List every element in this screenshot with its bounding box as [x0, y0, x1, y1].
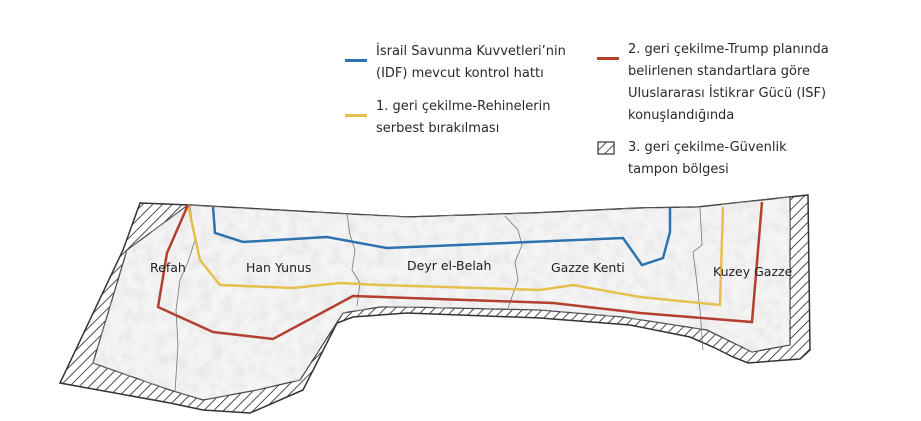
- region-label-refah: Refah: [150, 260, 186, 275]
- legend-text: serbest bırakılması: [376, 121, 500, 136]
- legend-text: 2. geri çekilme-Trump planında: [628, 42, 829, 57]
- legend-text: 3. geri çekilme-Güvenlik: [628, 140, 787, 155]
- legend-text: (IDF) mevcut kontrol hattı: [376, 66, 544, 81]
- blue-line-icon: [345, 59, 367, 62]
- legend-text: 1. geri çekilme-Rehinelerin: [376, 99, 551, 114]
- region-label-kuzey-gazze: Kuzey Gazze: [713, 264, 793, 279]
- region-label-han-yunus: Han Yunus: [246, 260, 311, 275]
- legend-first: 1. geri çekilme-Rehinelerin serbest bıra…: [376, 96, 550, 140]
- legend-text: İsrail Savunma Kuvvetleri’nin: [376, 44, 566, 59]
- legend-third: 3. geri çekilme-Güvenlik tampon bölgesi: [628, 137, 787, 181]
- region-label-deyr-el-belah: Deyr el-Belah: [407, 258, 491, 273]
- first-withdrawal-line: [186, 204, 725, 307]
- legend-text: tampon bölgesi: [628, 162, 729, 177]
- idf-control-line: [211, 206, 672, 267]
- legend-text: Uluslararası İstikrar Gücü (ISF): [628, 86, 827, 101]
- legend-text: belirlenen standartlara göre: [628, 64, 811, 79]
- yellow-line-icon: [345, 114, 367, 117]
- region-label-gazze-kenti: Gazze Kenti: [551, 260, 625, 275]
- second-withdrawal-line: [156, 201, 764, 341]
- legend-text: konuşlandığında: [628, 108, 735, 123]
- legend-idf: İsrail Savunma Kuvvetleri’nin (IDF) mevc…: [376, 41, 566, 85]
- red-line-icon: [597, 57, 619, 60]
- legend-second: 2. geri çekilme-Trump planında belirlene…: [628, 39, 829, 127]
- hatch-pattern-icon: [597, 141, 615, 155]
